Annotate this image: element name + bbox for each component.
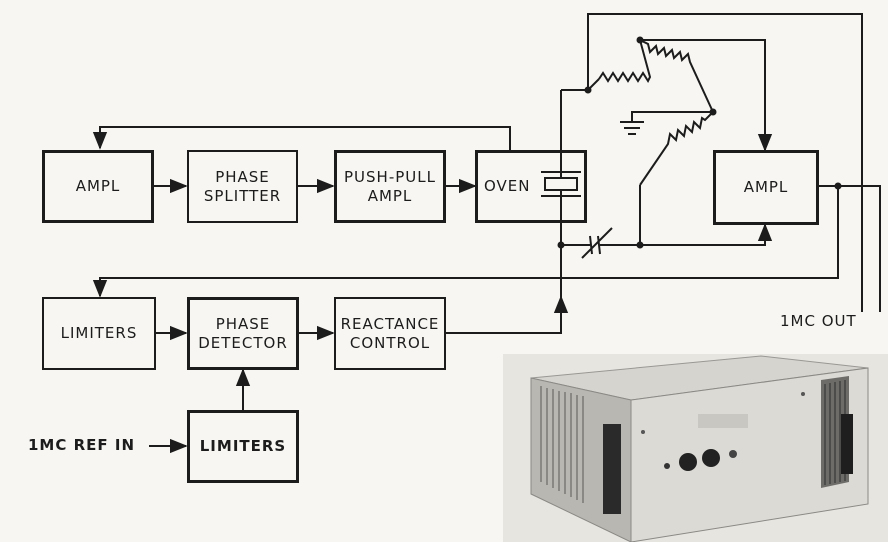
reactance-label-2: CONTROL [350,334,430,353]
reactance-control-block: REACTANCE CONTROL [334,297,446,370]
limiters-block-bottom: LIMITERS [187,410,299,483]
phase-splitter-block: PHASE SPLITTER [187,150,298,223]
ground-symbol [620,122,644,134]
push-pull-label-2: AMPL [368,187,413,206]
limiters-top-label: LIMITERS [61,324,138,343]
resistor-r2 [640,40,713,112]
phase-detector-block: PHASE DETECTOR [187,297,299,370]
bridge-top-right [640,40,765,150]
phase-splitter-label-1: PHASE [215,168,270,187]
push-pull-label-1: PUSH-PULL [344,168,436,187]
junction-dot [637,37,644,44]
ampl-block-left: AMPL [42,150,154,223]
ref-in-label: 1MC REF IN [28,436,135,454]
reactance-to-crystal [445,297,561,333]
junction-dot [835,183,842,190]
rack-unit-image [503,354,888,542]
junction-dot [585,87,592,94]
bridge-top-left [561,79,599,90]
oven-block: OVEN [475,150,587,223]
resistor-r1 [599,40,650,81]
ampl-right-label: AMPL [744,178,789,197]
oven-label: OVEN [484,177,531,196]
phase-detector-label-1: PHASE [216,315,271,334]
ampl-block-right: AMPL [713,150,819,225]
junction-dot [710,109,717,116]
var-capacitor [582,228,612,258]
junction-dot [637,242,644,249]
equipment-photo [503,354,888,542]
ampl-left-label: AMPL [76,177,121,196]
out-label: 1MC OUT [780,312,857,330]
junction-dot [558,242,565,249]
feedback-line [100,127,510,150]
resistor-r3 [640,112,713,185]
limiters-block-top: LIMITERS [42,297,156,370]
phase-detector-label-2: DETECTOR [198,334,288,353]
push-pull-ampl-block: PUSH-PULL AMPL [334,150,446,223]
limiters-bottom-label: LIMITERS [200,437,286,456]
ampl-out-line [817,186,880,312]
phase-splitter-label-2: SPLITTER [204,187,281,206]
reactance-label-1: REACTANCE [341,315,440,334]
